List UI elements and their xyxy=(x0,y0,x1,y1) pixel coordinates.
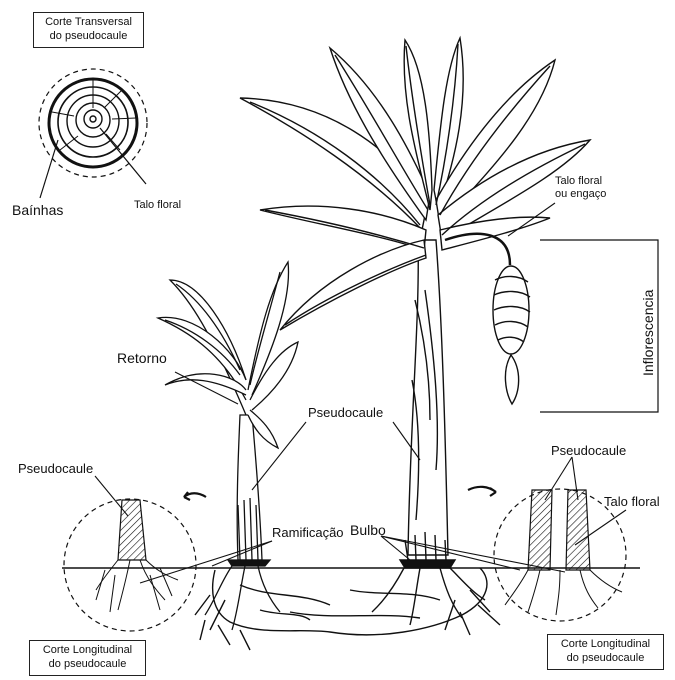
label-talo-floral-engaco-line1: Talo floral xyxy=(555,175,606,188)
longitudinal-label-right-line2: do pseudocaule xyxy=(552,651,659,665)
cross-section-label: Corte Transversal do pseudocaule xyxy=(33,12,144,48)
longitudinal-section-left xyxy=(64,499,196,631)
label-ramificacao: Ramificação xyxy=(272,525,344,540)
cross-section-label-line2: do pseudocaule xyxy=(38,29,139,43)
label-talo-floral-right: Talo floral xyxy=(604,494,660,509)
longitudinal-label-left-line2: do pseudocaule xyxy=(34,657,141,671)
cross-section-label-line1: Corte Transversal xyxy=(38,15,139,29)
cross-section xyxy=(39,69,147,198)
arrow-left xyxy=(184,492,206,500)
label-bainhas: Baínhas xyxy=(12,203,63,218)
label-talo-floral-engaco: Talo floral ou engaço xyxy=(555,175,606,201)
small-plant xyxy=(158,262,298,630)
label-talo-floral-cross: Talo floral xyxy=(134,199,181,212)
label-bulbo: Bulbo xyxy=(350,523,386,538)
rhizome xyxy=(195,568,500,650)
longitudinal-label-left: Corte Longitudinal do pseudocaule xyxy=(29,640,146,676)
longitudinal-label-right-line1: Corte Longitudinal xyxy=(552,637,659,651)
label-pseudocaule-right: Pseudocaule xyxy=(551,443,626,458)
longitudinal-label-right: Corte Longitudinal do pseudocaule xyxy=(547,634,664,670)
label-talo-floral-engaco-line2: ou engaço xyxy=(555,188,606,201)
arrow-right xyxy=(468,487,496,496)
longitudinal-label-left-line1: Corte Longitudinal xyxy=(34,643,141,657)
label-inflorescencia: Inflorescencia xyxy=(640,290,656,376)
label-retorno: Retorno xyxy=(117,351,167,366)
label-pseudocaule-left: Pseudocaule xyxy=(18,461,93,476)
label-pseudocaule-center: Pseudocaule xyxy=(308,405,383,420)
